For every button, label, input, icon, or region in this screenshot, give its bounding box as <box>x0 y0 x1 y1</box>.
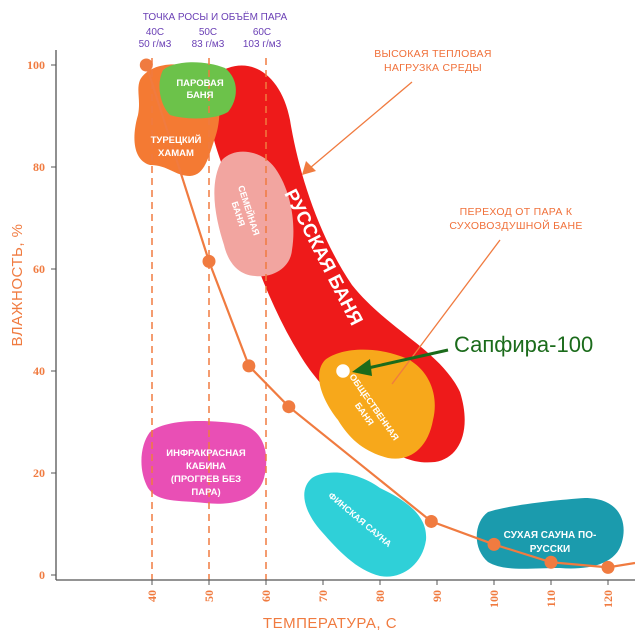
x-tick-label-90: 90 <box>430 590 444 602</box>
transition-annotation-line2: СУХОВОЗДУШНОЙ БАНЕ <box>449 219 582 232</box>
x-tick-label-70: 70 <box>316 590 330 602</box>
curve-point-7 <box>601 560 615 574</box>
infrared-label-line1: ИНФРАКРАСНАЯ <box>166 448 246 459</box>
x-ticks: 40 50 60 70 80 90 100 110 120 <box>145 580 615 608</box>
transition-annotation-line1: ПЕРЕХОД ОТ ПАРА К <box>460 206 573 218</box>
zone-family-bath <box>214 151 294 277</box>
y-tick-label-20: 20 <box>33 466 45 480</box>
x-tick-label-40: 40 <box>145 590 159 602</box>
hammam-label-line1: ТУРЕЦКИЙ <box>151 134 202 146</box>
y-tick-label-0: 0 <box>39 568 45 582</box>
zone-finnish-sauna <box>304 472 427 577</box>
dew-point-lines <box>151 58 267 580</box>
high-load-arrow <box>309 81 413 169</box>
dew-point-markers <box>139 58 615 574</box>
y-tick-label-60: 60 <box>33 262 45 276</box>
curve-point-5 <box>487 537 501 551</box>
high-load-arrowhead <box>302 161 316 175</box>
dew-label-temp-60: 60С <box>253 27 271 38</box>
curve-point-6 <box>544 555 558 569</box>
chart-title: ТОЧКА РОСЫ И ОБЪЁМ ПАРА <box>143 11 288 23</box>
curve-point-4 <box>424 514 438 528</box>
sapfira-label: Сапфира-100 <box>454 332 593 357</box>
high-load-annotation-line1: ВЫСОКАЯ ТЕПЛОВАЯ <box>374 48 492 60</box>
dew-label-vol-50: 83 г/м3 <box>192 39 225 50</box>
y-ticks: 0 20 40 60 80 100 <box>27 58 56 582</box>
curve-point-1 <box>202 254 216 268</box>
curve-point-2 <box>242 359 256 373</box>
hammam-label-line2: ХАМАМ <box>158 148 194 159</box>
sapfira-arrow <box>367 348 449 370</box>
y-axis-label: ВЛАЖНОСТЬ, % <box>9 223 26 346</box>
y-tick-label-100: 100 <box>27 58 45 72</box>
infrared-label-line3: (ПРОГРЕВ БЕЗ <box>171 474 241 485</box>
infrared-label-line2: КАБИНА <box>186 461 226 472</box>
zone-steam-bath <box>159 62 236 119</box>
curve-point-0 <box>139 58 153 72</box>
zone-infrared-cabin <box>141 421 267 504</box>
sapfira-arrowhead <box>352 359 372 376</box>
x-axis-label: ТЕМПЕРАТУРА, С <box>263 615 397 632</box>
high-load-annotation-line2: НАГРУЗКА СРЕДЫ <box>384 62 482 74</box>
dry-sauna-label-line1: СУХАЯ САУНА ПО- <box>504 530 597 541</box>
dew-label-temp-40: 40С <box>146 27 164 38</box>
x-tick-label-60: 60 <box>259 590 273 602</box>
sapfira-marker <box>334 362 352 380</box>
x-tick-label-50: 50 <box>202 590 216 602</box>
dew-label-vol-60: 103 г/м3 <box>243 39 282 50</box>
transition-arrow <box>391 239 501 385</box>
y-tick-label-80: 80 <box>33 160 45 174</box>
x-tick-label-80: 80 <box>373 590 387 602</box>
x-tick-label-100: 100 <box>487 590 501 608</box>
infrared-label-line4: ПАРА) <box>191 487 220 498</box>
y-tick-label-40: 40 <box>33 364 45 378</box>
curve-point-3 <box>282 400 296 414</box>
dry-sauna-label-line2: РУССКИ <box>530 544 571 555</box>
x-tick-label-120: 120 <box>601 590 615 608</box>
steam-bath-label-line1: ПАРОВАЯ <box>176 78 224 89</box>
dew-label-temp-50: 50С <box>199 27 217 38</box>
x-tick-label-110: 110 <box>544 590 558 607</box>
dew-label-vol-40: 50 г/м3 <box>139 39 172 50</box>
steam-bath-label-line2: БАНЯ <box>186 90 213 101</box>
